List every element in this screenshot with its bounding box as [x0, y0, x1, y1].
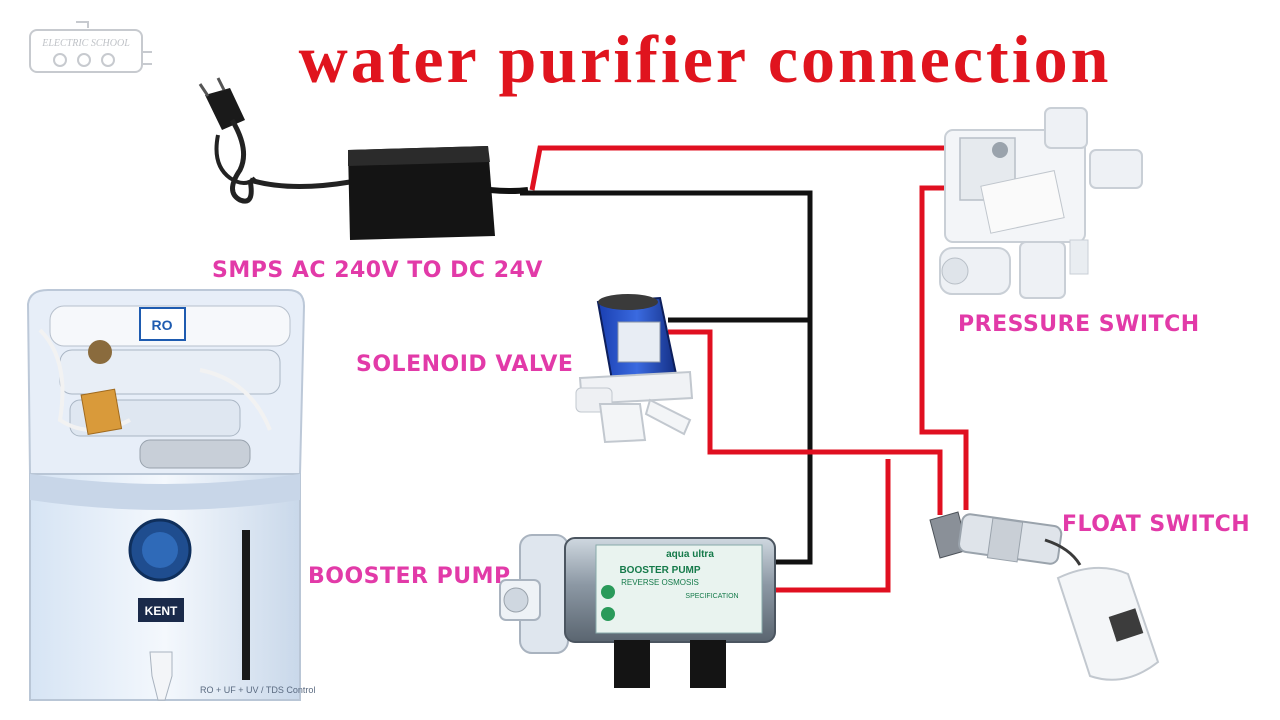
diagram-title: water purifier connection [298, 21, 1112, 97]
label-float-switch: FLOAT SWITCH [1062, 512, 1251, 537]
red-wire-solenoid-to-float [668, 329, 943, 515]
power-plug-icon [198, 77, 351, 204]
electric-school-logo: ELECTRIC SCHOOL [29, 21, 152, 73]
pump-model: BOOSTER PUMP [619, 565, 700, 576]
purifier-brand: KENT [145, 604, 178, 618]
pump-brand: aqua ultra [666, 549, 714, 560]
red-wire-pump-to-float [770, 459, 891, 593]
label-booster-pump: BOOSTER PUMP [308, 564, 511, 589]
red-wire-smps-to-pressure [529, 145, 1000, 191]
solenoid-valve [575, 294, 694, 444]
purifier-footer: RO + UF + UV / TDS Control [200, 685, 315, 695]
label-smps: SMPS AC 240V TO DC 24V [212, 258, 543, 283]
label-solenoid-valve: SOLENOID VALVE [356, 352, 574, 377]
black-wire-smps-to-pump [520, 190, 813, 565]
pressure-switch [939, 107, 1143, 299]
red-wire-pressure-down [919, 185, 969, 510]
ro-badge: RO [152, 317, 173, 333]
float-switch [929, 511, 1160, 681]
water-purifier: RO KENT RO + UF + UV / TDS Control [26, 289, 315, 701]
label-pressure-switch: PRESSURE SWITCH [958, 312, 1200, 337]
booster-pump: aqua ultra BOOSTER PUMP REVERSE OSMOSIS … [499, 534, 776, 688]
pump-sub: REVERSE OSMOSIS [621, 578, 699, 587]
smps-adapter [348, 146, 529, 240]
wires [520, 145, 1000, 593]
pump-spec: SPECIFICATION [685, 593, 738, 600]
logo-text: ELECTRIC SCHOOL [41, 38, 130, 49]
